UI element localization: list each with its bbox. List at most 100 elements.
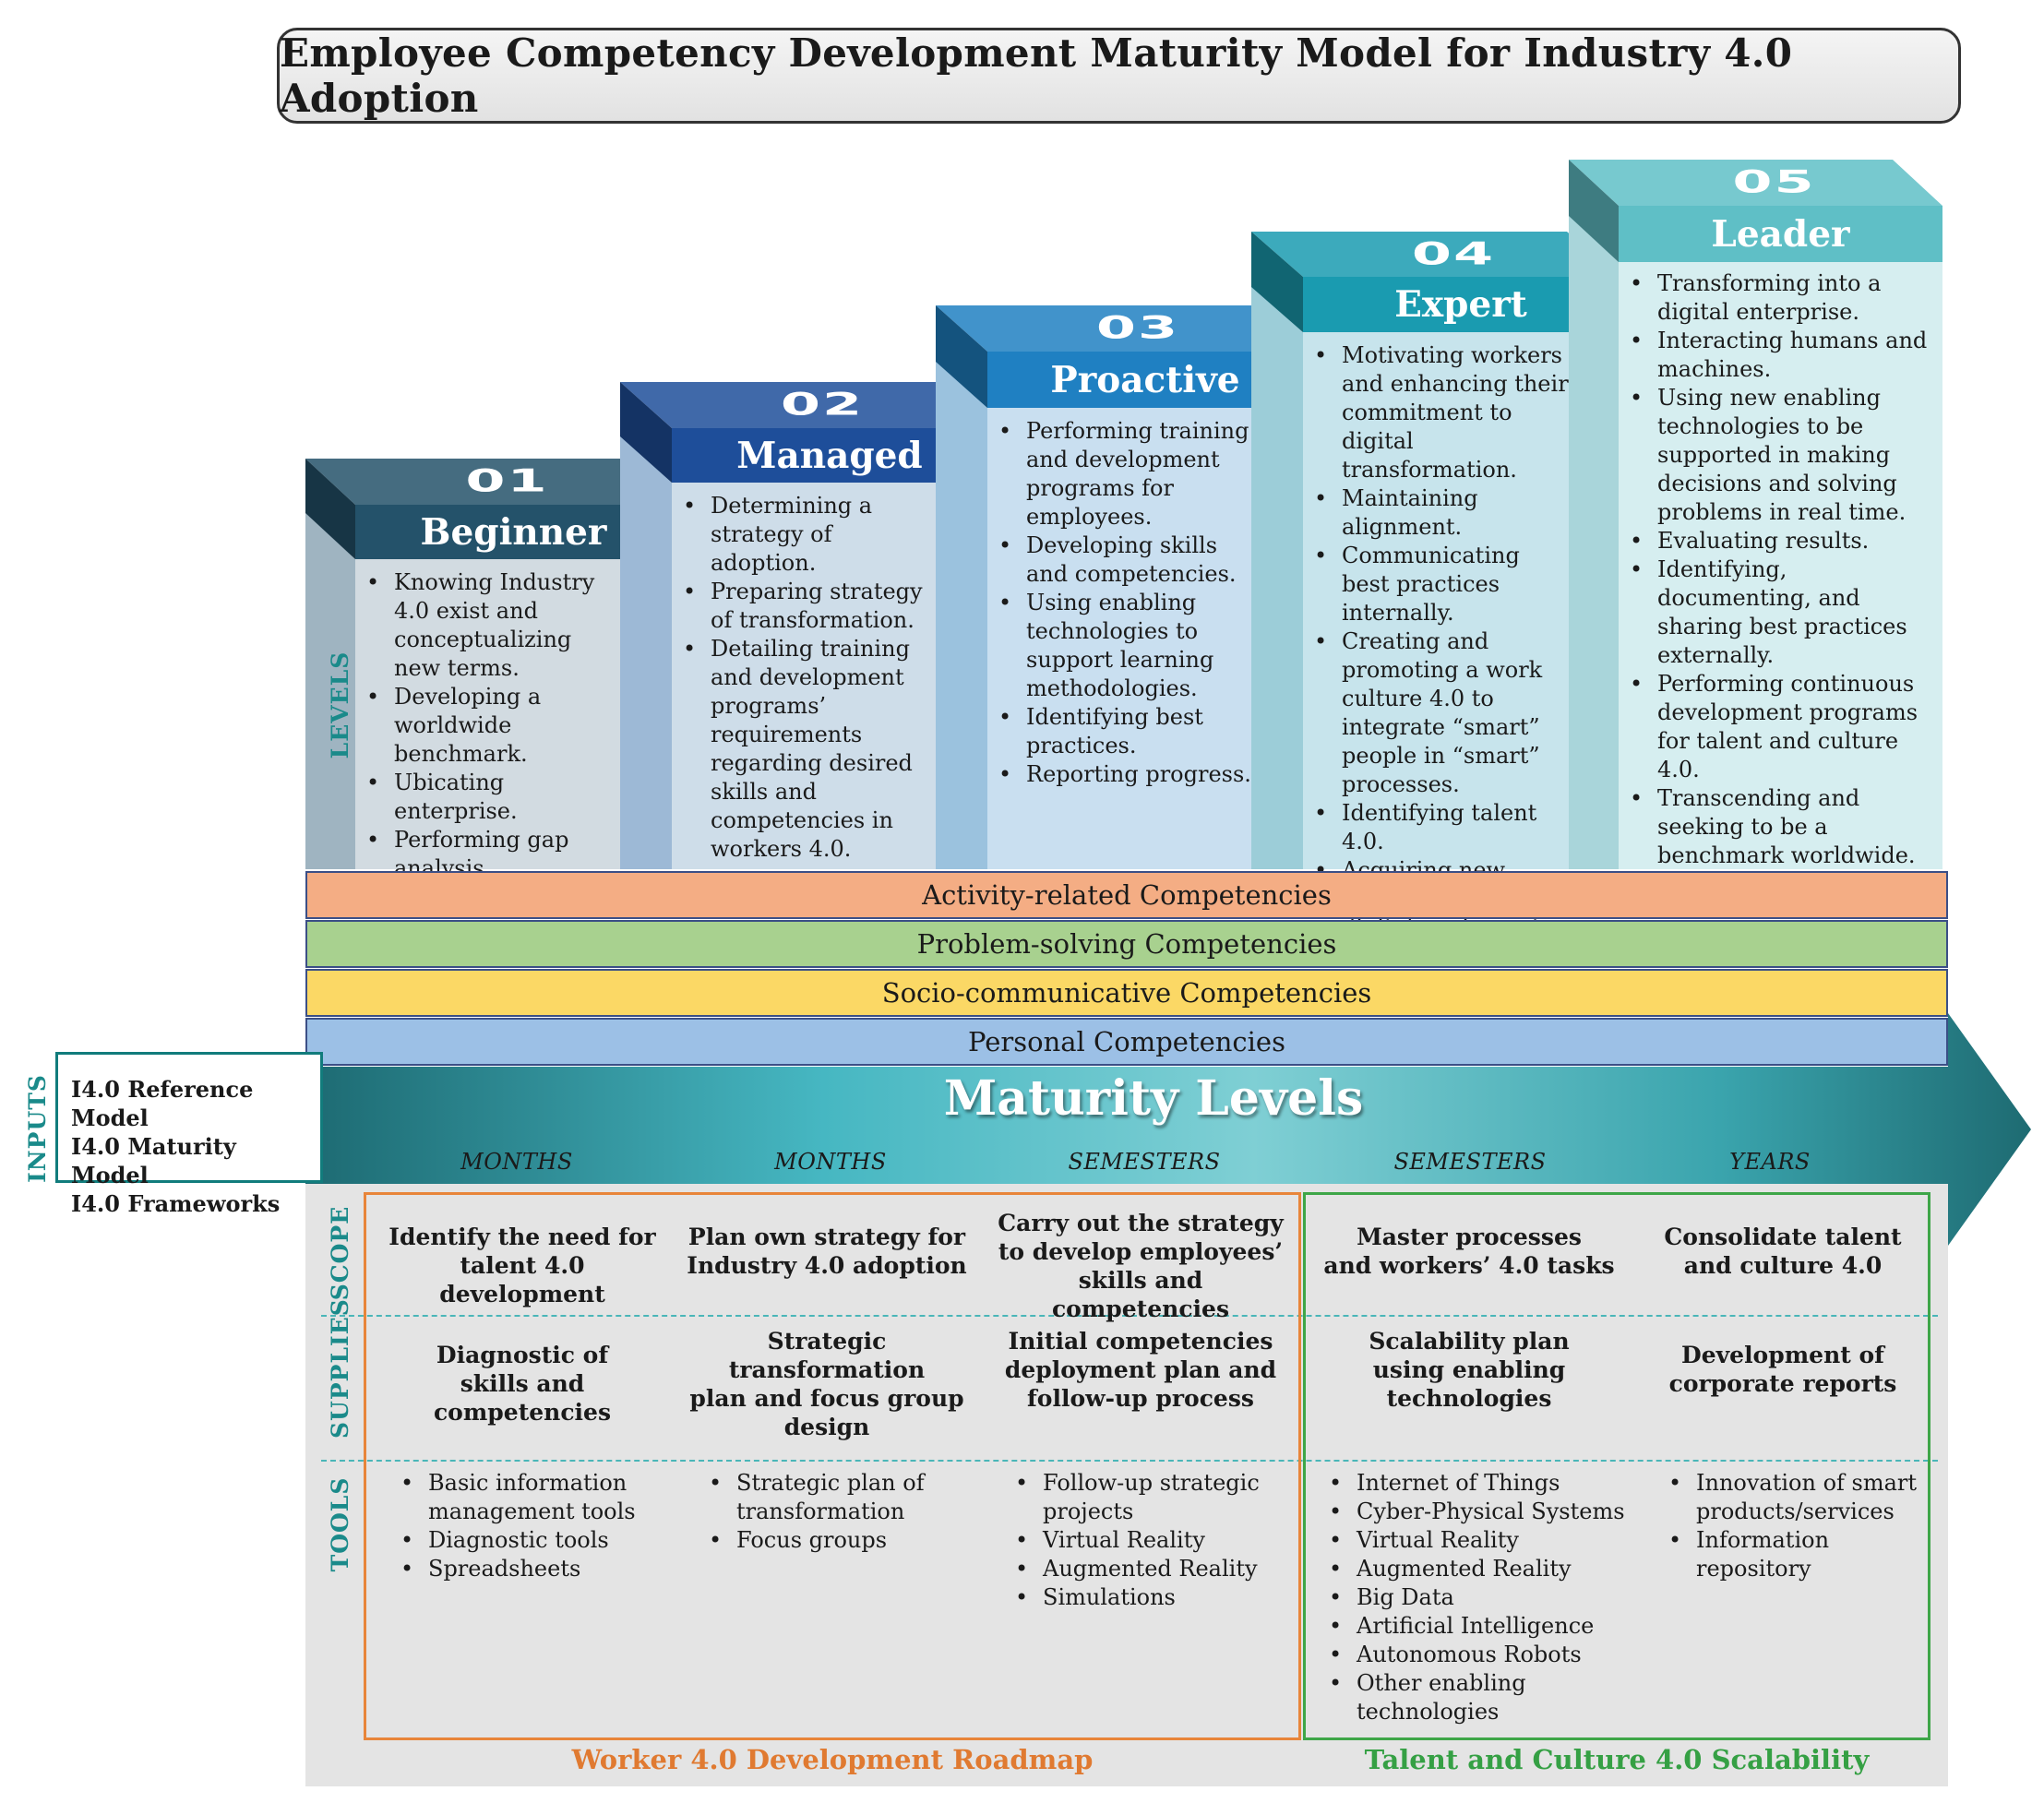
tool-item: Cyber-Physical Systems [1325, 1498, 1657, 1526]
scope-cell-line: skills and competencies [1051, 1267, 1230, 1322]
level-activity: Maintaining alignment. [1310, 484, 1572, 542]
scope-divider [321, 1315, 1938, 1317]
tool-item: Simulations [1011, 1583, 1288, 1612]
supplies-cell-line: Diagnostic of [436, 1342, 609, 1368]
level-activity: Preparing strategy of transformation. [679, 578, 939, 635]
tool-item: Virtual Reality [1325, 1526, 1657, 1555]
tools-list-3: Follow-up strategic projectsVirtual Real… [1011, 1469, 1288, 1612]
level-activities-5: Transforming into a digital enterprise.I… [1626, 269, 1946, 870]
period-label-5: YEARS [1729, 1149, 1811, 1175]
level-column-side-3 [936, 352, 987, 869]
tools-list-4: Internet of ThingsCyber-Physical Systems… [1325, 1469, 1657, 1726]
level-activity: Identifying best practices. [995, 703, 1255, 760]
supplies-cell-line: skills and competencies [433, 1370, 612, 1426]
level-activity: Motivating workers and enhancing their c… [1310, 341, 1572, 484]
tool-item: Autonomous Robots [1325, 1641, 1657, 1669]
scope-cell-line: talent 4.0 development [439, 1252, 605, 1308]
tool-item: Focus groups [705, 1526, 973, 1555]
level-name-4: Expert [1394, 283, 1527, 326]
level-activity: Performing continuous development progra… [1626, 670, 1946, 784]
worker-roadmap-box [364, 1192, 1301, 1740]
scope-cell-line: and workers’ 4.0 tasks [1323, 1252, 1615, 1279]
period-label-3: SEMESTERS [1068, 1149, 1221, 1175]
competency-band-2: Problem-solving Competencies [305, 920, 1948, 968]
inputs-box: I4.0 Reference Model I4.0 Maturity Model… [55, 1052, 323, 1217]
level-name-2: Managed [736, 434, 923, 477]
level-activity: Detailing training and development progr… [679, 635, 939, 864]
level-activity: Developing a worldwide benchmark. [363, 683, 624, 769]
tool-item: Artificial Intelligence [1325, 1612, 1657, 1641]
level-activity: Communicating best practices internally. [1310, 542, 1572, 627]
title-box: Employee Competency Development Maturity… [277, 28, 1961, 124]
tool-item: Spreadsheets [397, 1555, 674, 1583]
tool-item: Virtual Reality [1011, 1526, 1288, 1555]
input-reference-model: I4.0 Reference Model [71, 1076, 254, 1131]
supplies-cell-line: follow-up process [1027, 1385, 1254, 1412]
level-activity: Identifying talent 4.0. [1310, 799, 1572, 856]
scope-cell-line: Plan own strategy for [687, 1224, 966, 1250]
level-activity: Identifying, documenting, and sharing be… [1626, 555, 1946, 670]
tools-list-1: Basic information management toolsDiagno… [397, 1469, 674, 1583]
scope-cell-line: Identify the need for [388, 1224, 656, 1250]
scope-cell-line: Consolidate talent [1664, 1224, 1902, 1250]
level-activity: Knowing Industry 4.0 exist and conceptua… [363, 568, 624, 683]
diagram-title: Employee Competency Development Maturity… [280, 30, 1793, 121]
level-activities-1: Knowing Industry 4.0 exist and conceptua… [363, 568, 624, 883]
level-activity: Reporting progress. [995, 760, 1255, 789]
tool-item: Follow-up strategic projects [1011, 1469, 1288, 1526]
tools-list-2: Strategic plan of transformationFocus gr… [705, 1469, 973, 1555]
level-column-side-2 [620, 428, 672, 869]
supplies-cell-line: technologies [1386, 1385, 1552, 1412]
level-activity: Interacting humans and machines. [1626, 327, 1946, 384]
tool-item: Innovation of smart products/services [1665, 1469, 1932, 1526]
scope-cell-line: Master processes [1357, 1224, 1582, 1250]
tool-item: Augmented Reality [1325, 1555, 1657, 1583]
maturity-levels-title: Maturity Levels [943, 1070, 1364, 1127]
tool-item: Diagnostic tools [397, 1526, 674, 1555]
input-maturity-model: I4.0 Maturity Model [71, 1133, 236, 1188]
talent-scalability-box [1303, 1192, 1930, 1740]
supplies-divider [321, 1460, 1938, 1462]
level-activity: Creating and promoting a work culture 4.… [1310, 627, 1572, 799]
level-activity: Using enabling technologies to support l… [995, 589, 1255, 703]
competency-band-4: Personal Competencies [305, 1018, 1948, 1066]
scope-cell-line: Industry 4.0 adoption [687, 1252, 967, 1279]
supplies-cell-line: using enabling [1372, 1356, 1566, 1383]
level-name-3: Proactive [1050, 358, 1240, 401]
competency-band-3: Socio-communicative Competencies [305, 969, 1948, 1017]
period-label-2: MONTHS [774, 1149, 887, 1175]
level-number-3: 03 [1095, 308, 1180, 346]
level-activity: Transcending and seeking to be a benchma… [1626, 784, 1946, 870]
worker-roadmap-label: Worker 4.0 Development Roadmap [571, 1744, 1094, 1775]
tool-item: Strategic plan of transformation [705, 1469, 973, 1526]
talent-scalability-label: Talent and Culture 4.0 Scalability [1364, 1744, 1870, 1775]
level-number-2: 02 [780, 385, 865, 423]
tools-side-label: TOOLS [327, 1476, 353, 1572]
level-column-side-1 [305, 505, 355, 869]
tool-item: Information repository [1665, 1526, 1932, 1583]
level-activity: Ubicating enterprise. [363, 769, 624, 826]
level-number-5: 05 [1732, 162, 1816, 200]
inputs-side-label-wrap: INPUTS [20, 1057, 57, 1204]
level-block-4 [1251, 232, 1619, 332]
supplies-side-label: SUPPLIES [327, 1298, 353, 1439]
supplies-cell-line: design [783, 1414, 870, 1440]
inputs-side-label: INPUTS [24, 1074, 51, 1183]
tools-list-5: Innovation of smart products/servicesInf… [1665, 1469, 1932, 1583]
level-column-side-4 [1251, 277, 1303, 869]
level-number-1: 01 [465, 461, 549, 499]
level-name-1: Beginner [420, 510, 607, 554]
supplies-cell-line: corporate reports [1668, 1370, 1897, 1397]
supplies-cell-line: plan and focus group [689, 1385, 964, 1412]
tool-item: Basic information management tools [397, 1469, 674, 1526]
level-activity: Transforming into a digital enterprise. [1626, 269, 1946, 327]
